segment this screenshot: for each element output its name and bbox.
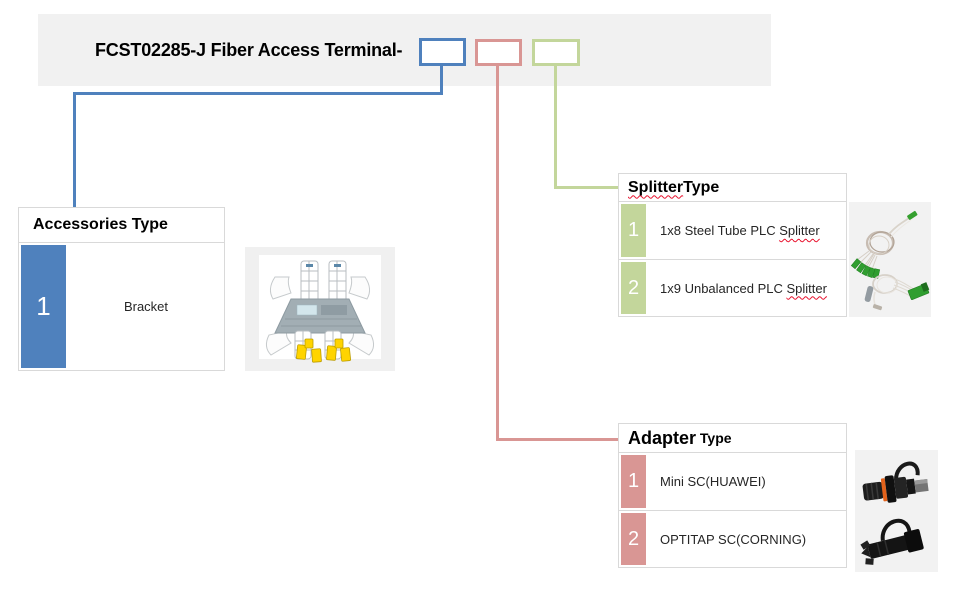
bracket-product-photo: [245, 247, 395, 371]
adapter-code-box: [475, 39, 522, 66]
row-label: 1x8 Steel Tube PLC Splitter: [648, 202, 846, 259]
row-label-text: 1x8 Steel Tube PLC: [660, 223, 780, 238]
splitter-connector-line: [554, 66, 557, 189]
adapter-title-main: Adapter: [628, 427, 697, 448]
table-row: 2 OPTITAP SC(CORNING): [619, 510, 846, 567]
accessories-connector-line: [73, 92, 443, 95]
splitter-code-box: [532, 39, 580, 66]
table-row: 1 1x8 Steel Tube PLC Splitter: [619, 202, 846, 259]
accessories-connector-line: [73, 92, 76, 208]
accessories-type-table: Accessories Type 1 Bracket: [18, 207, 225, 371]
row-label-text: 1x9 Unbalanced PLC: [660, 280, 787, 296]
adapter-table-title: Adapter Type: [619, 424, 846, 453]
row-number: 1: [621, 455, 646, 508]
splitter-type-table: Splitter Type 1 1x8 Steel Tube PLC Split…: [618, 173, 847, 317]
fiber-adapter-product-photos: [855, 450, 938, 572]
splitter-title-word: Splitter: [628, 178, 684, 196]
row-label-misspelled: Splitter: [786, 280, 827, 296]
row-label: Mini SC(HUAWEI): [660, 474, 766, 489]
adapter-type-table: Adapter Type 1 Mini SC(HUAWEI) 2 OPTITAP…: [618, 423, 847, 568]
adapter-connector-line: [496, 438, 618, 441]
row-label: Bracket: [123, 299, 169, 314]
table-row: 1 Mini SC(HUAWEI): [619, 453, 846, 510]
table-row: 1 Bracket: [19, 243, 224, 370]
splitter-connector-line: [554, 186, 618, 189]
adapter-title-small: Type: [696, 430, 732, 446]
splitter-illustration: [850, 210, 930, 311]
row-number: 1: [621, 204, 646, 257]
accessories-table-title: Accessories Type: [19, 208, 224, 243]
table-row: 2 1x9 Unbalanced PLC Splitter: [619, 259, 846, 316]
accessories-code-box: [419, 38, 466, 66]
accessories-connector-line: [440, 66, 443, 95]
bracket-illustration: [259, 255, 381, 363]
adapter-illustration: [860, 461, 929, 565]
product-title: FCST02285-J Fiber Access Terminal-: [95, 39, 403, 60]
row-label-misspelled: Splitter: [779, 223, 820, 238]
header-bar: FCST02285-J Fiber Access Terminal-: [38, 14, 771, 86]
splitter-title-rest: Type: [683, 178, 720, 196]
row-label: 1x9 Unbalanced PLC Splitter: [648, 260, 846, 316]
row-number: 2: [621, 262, 646, 314]
row-label: OPTITAP SC(CORNING): [660, 531, 807, 547]
row-number: 1: [21, 245, 66, 368]
plc-splitter-product-photos: [849, 202, 931, 317]
adapter-connector-line: [496, 66, 499, 441]
splitter-table-title: Splitter Type: [619, 174, 846, 202]
row-number: 2: [621, 513, 646, 565]
